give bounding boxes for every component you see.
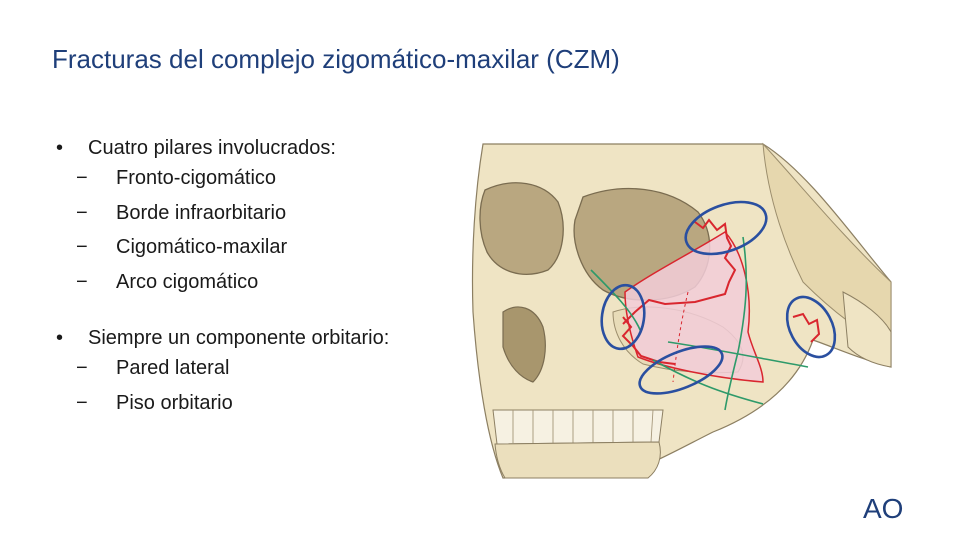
dash-symbol: − <box>76 270 88 293</box>
infraorbital-ellipse <box>600 283 646 351</box>
zygomatic-fragment <box>621 218 821 383</box>
buttress-highlights <box>600 200 837 395</box>
sub-bullet-text: Cigomático-maxilar <box>116 236 288 258</box>
dash-symbol: − <box>76 201 88 224</box>
bullet-item: • Cuatro pilares involucrados: <box>52 138 462 168</box>
sub-bullet-text: Arco cigomático <box>116 270 259 293</box>
sub-bullet-item: − Borde infraorbitario <box>52 203 462 238</box>
skull-illustration <box>471 142 892 479</box>
sub-bullet-item: − Fronto-cigomático <box>52 168 462 203</box>
dash-symbol: − <box>76 167 88 189</box>
bullet-text: Siempre un componente orbitario: <box>88 327 390 349</box>
bullet-text: Cuatro pilares involucrados: <box>88 137 336 159</box>
sub-bullet-item: − Arco cigomático <box>52 272 462 307</box>
ao-logo-text: AO <box>863 493 903 524</box>
dash-symbol: − <box>76 357 88 379</box>
ao-logo: AO <box>863 493 903 524</box>
bullet-symbol: • <box>56 327 64 349</box>
sub-bullet-text: Piso orbitario <box>116 391 233 414</box>
dash-symbol: − <box>76 391 88 414</box>
bullet-symbol: • <box>56 137 64 159</box>
sub-bullet-text: Borde infraorbitario <box>116 201 287 224</box>
bullet-item: • Siempre un componente orbitario: <box>52 328 462 358</box>
sub-bullet-text: Fronto-cigomático <box>116 167 277 189</box>
dash-symbol: − <box>76 236 88 258</box>
sub-bullet-text: Pared lateral <box>116 357 230 379</box>
sub-bullet-item: − Piso orbitario <box>52 393 462 428</box>
slide-title: Fracturas del complejo zigomático-maxila… <box>52 44 620 74</box>
fronto-zygomatic-ellipse <box>684 200 768 256</box>
bullet-list: • Cuatro pilares involucrados: − Fronto-… <box>52 138 462 427</box>
zygomaticomaxillary-ellipse <box>638 345 724 395</box>
sub-bullet-item: − Cigomático-maxilar <box>52 237 462 272</box>
sub-bullet-item: − Pared lateral <box>52 358 462 393</box>
suture-lines <box>590 236 809 411</box>
zygomatic-arch-ellipse <box>785 295 837 359</box>
